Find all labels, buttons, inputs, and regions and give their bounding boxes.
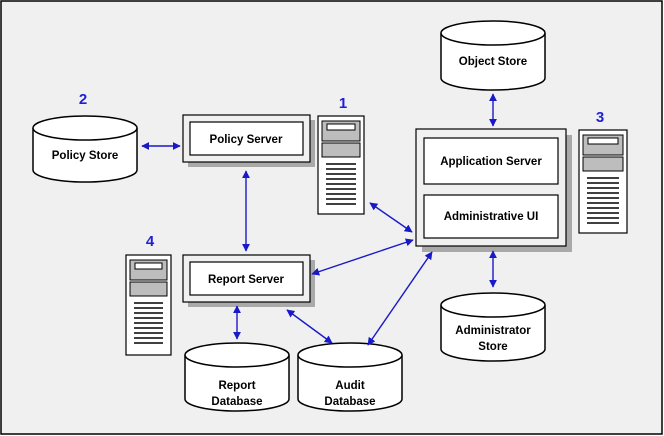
application-server-label: Application Server [440, 156, 542, 168]
arrow-admin-ui-audit-db [367, 251, 433, 346]
server-tower-icon [125, 254, 172, 356]
administrator-store-label-line1: Administrator [455, 325, 531, 337]
object-store-cylinder: Object Store [440, 20, 546, 91]
number-label-3: 3 [596, 109, 604, 126]
report-server-box: Report Server [182, 254, 315, 307]
report-database-cylinder: Report Database [184, 342, 290, 412]
number-label-4: 4 [146, 233, 155, 250]
number-label-2: 2 [79, 91, 87, 108]
administrative-ui-label: Administrative UI [444, 211, 539, 223]
policy-server-box: Policy Server [182, 114, 315, 167]
administrator-store-label-line2: Store [478, 341, 507, 353]
audit-database-cylinder: Audit Database [297, 342, 403, 412]
audit-database-label-line2: Database [324, 396, 375, 408]
administrative-ui-box: Administrative UI [423, 194, 559, 239]
report-server-label: Report Server [208, 274, 285, 286]
report-database-label-line1: Report [218, 380, 255, 392]
application-container: Application Server Administrative UI [415, 128, 572, 252]
administrator-store-cylinder: Administrator Store [440, 292, 546, 362]
audit-database-label-line1: Audit [335, 380, 365, 392]
arrow-report-server-audit-db [286, 309, 333, 344]
object-store-label: Object Store [459, 56, 527, 68]
server-tower-icon [317, 115, 365, 215]
server-tower-icon [578, 129, 628, 234]
report-database-label-line2: Database [211, 396, 262, 408]
application-server-box: Application Server [423, 137, 559, 185]
arrow-server1-admin-ui [369, 202, 413, 233]
number-label-1: 1 [339, 95, 347, 112]
arrow-report-server-admin-ui [311, 238, 414, 276]
policy-server-label: Policy Server [210, 134, 283, 146]
policy-store-cylinder: Policy Store [32, 115, 138, 183]
policy-store-label: Policy Store [52, 150, 118, 162]
connections [141, 93, 497, 346]
